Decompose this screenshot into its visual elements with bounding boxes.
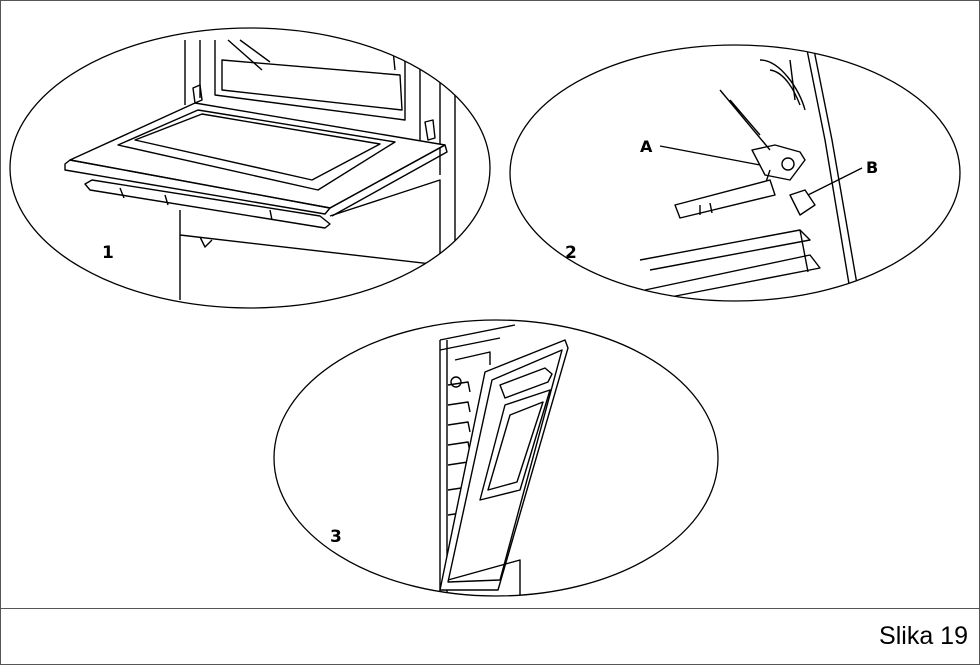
callout-b-leader (807, 167, 863, 196)
step-3-illustration: 3 (273, 319, 719, 597)
step-3-number: 3 (330, 527, 342, 547)
callout-a-leader (659, 145, 761, 166)
callout-a-label: A (640, 137, 653, 156)
step-2-number: 2 (565, 243, 577, 263)
oven-door-removal-diagram: 1 A B 2 (9, 27, 961, 597)
step-1-illustration: 1 (9, 27, 491, 309)
figure-caption: Slika 19 (879, 622, 968, 650)
callout-b-label: B (866, 158, 878, 177)
step-2-illustration: A B 2 (509, 44, 961, 302)
caption-divider (0, 608, 980, 609)
step-1-number: 1 (102, 243, 114, 263)
